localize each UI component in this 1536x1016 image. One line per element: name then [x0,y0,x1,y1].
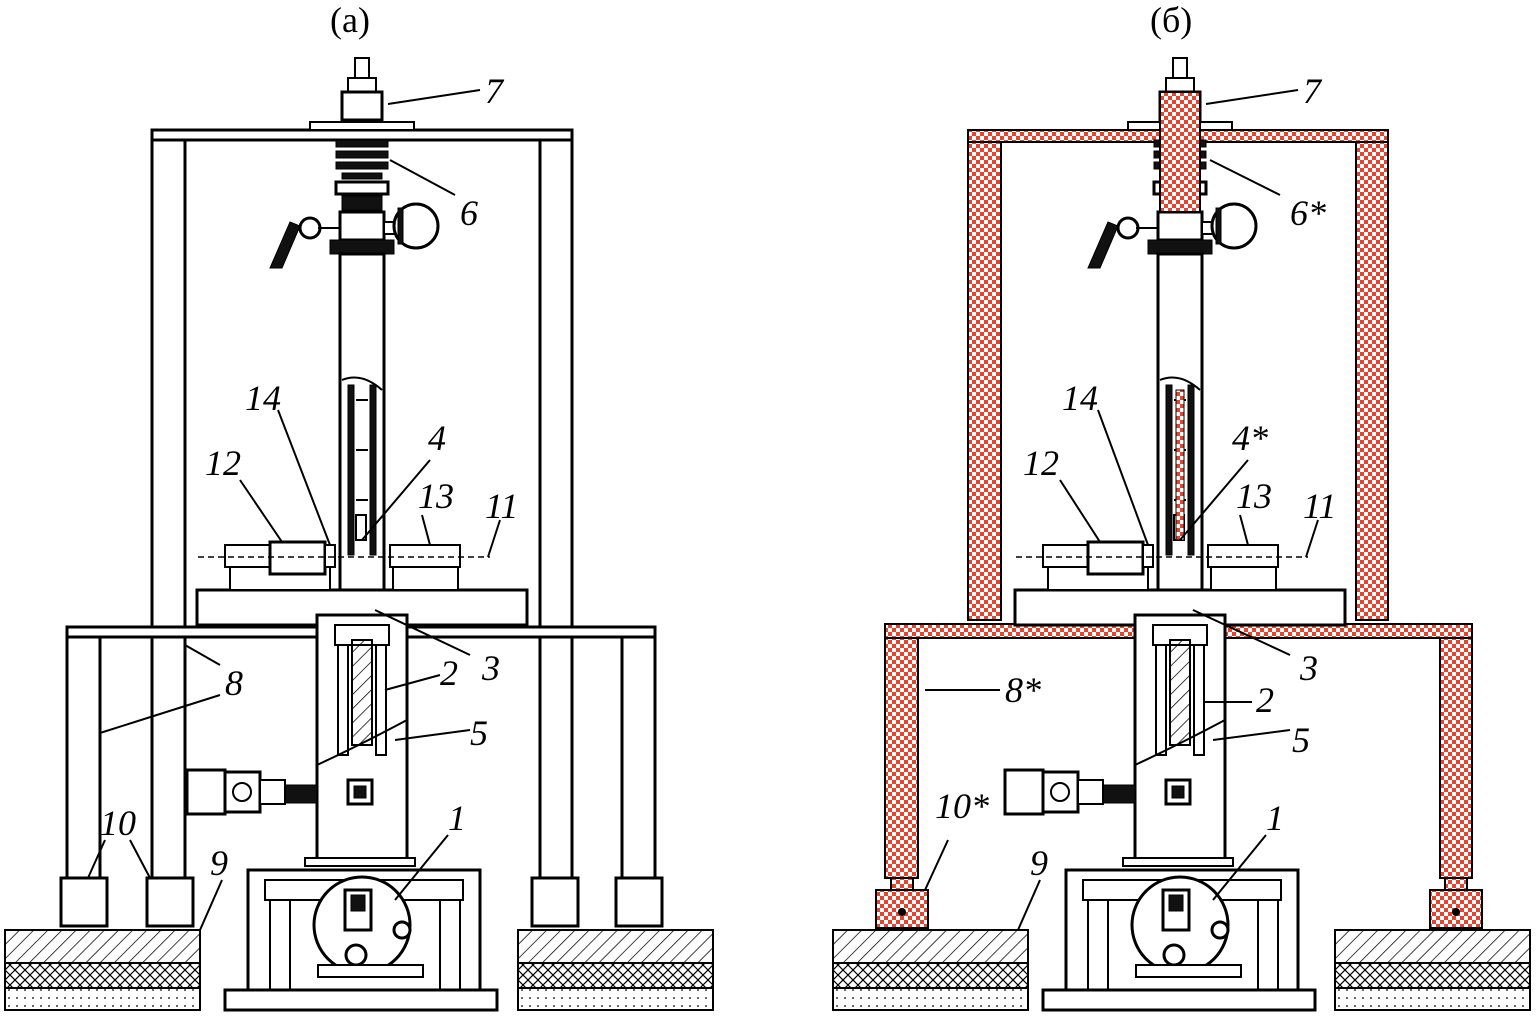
label-10: 10 [100,803,136,843]
label-4-star: 4* [1232,418,1268,458]
label-2: 2 [1256,680,1274,720]
panel-title: (a) [330,0,370,40]
foot [614,876,664,928]
label-6-star: 6* [1290,193,1326,233]
label-9: 9 [210,843,228,883]
label-11: 11 [1303,486,1336,526]
label-1: 1 [448,798,466,838]
label-10-star: 10* [935,786,989,826]
vibration-isolator-foot [875,877,929,929]
label-7: 7 [485,71,505,111]
frame-column-damped [1355,141,1389,621]
label-8: 8 [225,663,243,703]
foundation [4,929,201,1011]
frame-column-damped [967,141,1002,621]
foundation [1334,929,1531,1011]
label-12: 12 [205,443,241,483]
label-13: 13 [418,476,454,516]
foot [59,876,109,928]
frame-column [538,138,574,882]
frame-column [150,138,187,882]
foundation [517,929,714,1011]
table-leg-damped [884,637,919,879]
foot [530,876,580,928]
label-14: 14 [1062,378,1098,418]
label-13: 13 [1236,476,1272,516]
label-3: 3 [1299,648,1318,688]
label-4: 4 [428,418,446,458]
vibration-isolator-foot [1429,877,1483,929]
panel-b: (б) [832,0,1531,1012]
label-12: 12 [1023,443,1059,483]
table-leg-damped [1439,637,1473,879]
panel-a: (a) [4,0,714,1012]
label-11: 11 [485,486,518,526]
label-5: 5 [1292,720,1310,760]
label-7: 7 [1303,71,1323,111]
label-3: 3 [481,648,500,688]
table-leg [620,635,657,882]
damped-specimen-holder [1175,389,1185,541]
damped-bellows [1159,91,1201,213]
label-8-star: 8* [1005,670,1041,710]
label-1: 1 [1266,798,1284,838]
label-6: 6 [460,193,478,233]
label-2: 2 [440,653,458,693]
panel-title: (б) [1150,0,1192,40]
label-5: 5 [470,713,488,753]
table-leg [65,635,102,882]
label-14: 14 [245,378,281,418]
foot [145,876,195,928]
label-9: 9 [1030,843,1048,883]
top-beam [150,128,574,142]
foundation [832,929,1029,1011]
